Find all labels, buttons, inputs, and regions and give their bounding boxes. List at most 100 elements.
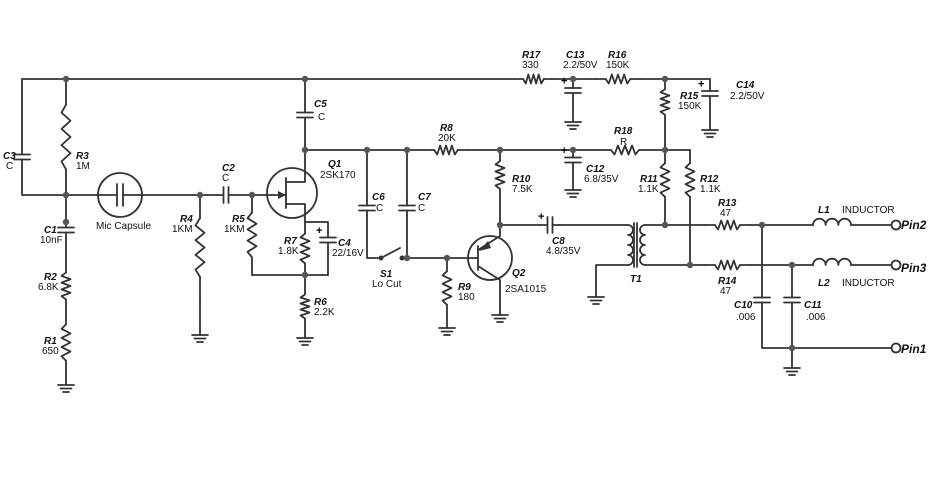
c14-capacitor-plus: +	[698, 79, 704, 91]
r17-ref: R17	[522, 50, 541, 61]
s1-switch	[380, 247, 401, 259]
c4-top	[304, 221, 329, 233]
q2-ref: Q2	[512, 268, 526, 279]
wires	[21, 78, 892, 386]
r16-resistor	[604, 73, 632, 85]
r14-ref: R14	[718, 276, 737, 287]
c8-capacitor-plus: +	[538, 211, 544, 223]
junction-dot	[403, 254, 411, 262]
c10-ref: C10	[734, 300, 753, 311]
junction-dot	[196, 191, 204, 199]
r14-resistor	[714, 259, 741, 271]
r1-ref: R1	[44, 336, 57, 347]
t1-primary-bottom	[595, 264, 629, 288]
r3-ref: R3	[76, 151, 89, 162]
c8-ref: C8	[552, 236, 565, 247]
r11-bottom	[644, 209, 666, 226]
r13-ref: R13	[718, 198, 737, 209]
r15-resistor	[659, 88, 671, 116]
r16-ref: R16	[608, 50, 627, 61]
junction-dot	[496, 146, 504, 154]
junction-dot	[661, 75, 669, 83]
r12-value: 1.1K	[700, 184, 721, 195]
r9-value: 180	[458, 292, 475, 303]
junction-dot	[758, 221, 766, 229]
s1-value: Lo Cut	[372, 279, 402, 290]
l1-inductor	[812, 217, 852, 226]
junction-dot	[569, 146, 577, 154]
c6-bottom	[366, 215, 379, 259]
r5-ref: R5	[232, 214, 245, 225]
r5-value: 1KM	[224, 224, 245, 235]
junction-dot	[248, 191, 256, 199]
c7-value: C	[418, 203, 425, 214]
r13-resistor	[714, 219, 741, 231]
r4-value: 1KM	[172, 224, 193, 235]
c11-ref: C11	[804, 300, 822, 311]
q2-collector	[477, 265, 501, 306]
c13-value: 2.2/50V	[563, 60, 598, 71]
c8-value: 4.8/35V	[546, 246, 581, 257]
pin3-terminal	[890, 259, 902, 271]
c12-value: 6.8/35V	[584, 174, 619, 185]
s1-contact	[399, 255, 405, 261]
junction-dot	[496, 221, 504, 229]
c1-value: 10nF	[40, 235, 63, 246]
c10-bottom	[761, 309, 793, 349]
r1-value: 650	[42, 346, 59, 357]
r6-ref: R6	[314, 297, 327, 308]
r3-resistor	[60, 103, 72, 171]
pin2-terminal	[890, 219, 902, 231]
r7-ref: R7	[284, 236, 297, 247]
t1-secondary	[639, 224, 646, 266]
r18-value: R	[620, 137, 627, 148]
r10-ref: R10	[512, 174, 531, 185]
q1-source	[285, 203, 306, 223]
c3-value: C	[6, 161, 13, 172]
junction-dot	[788, 344, 796, 352]
c2-ref: C2	[222, 163, 235, 174]
r2-resistor	[60, 271, 72, 301]
c4-ref: C4	[338, 238, 351, 249]
junction-dot	[443, 254, 451, 262]
c6-ref: C6	[372, 192, 385, 203]
l2-value: INDUCTOR	[842, 278, 895, 289]
q1-transistor	[266, 167, 318, 219]
labels: C3 C R3 1M C1 10nF R2 6.8K R1 650 Mic Ca…	[3, 50, 927, 357]
r10-resistor	[494, 160, 506, 190]
r6-value: 2.2K	[314, 307, 335, 318]
left-bus	[21, 165, 99, 196]
q2-value: 2SA1015	[505, 284, 547, 295]
r12-resistor	[684, 162, 696, 198]
t1-ref: T1	[630, 274, 642, 285]
c10-value: .006	[736, 312, 756, 323]
r16-value: 150K	[606, 60, 630, 71]
c5-value: C	[318, 112, 325, 123]
junction-dot	[62, 191, 70, 199]
pin2-label: Pin2	[901, 218, 927, 232]
junction-dot	[661, 146, 669, 154]
c7-ref: C7	[418, 192, 431, 203]
r4-resistor	[194, 217, 206, 278]
junction-dot	[62, 218, 70, 226]
junction-dot	[363, 146, 371, 154]
junction-dot	[301, 271, 309, 279]
junction-dot	[569, 75, 577, 83]
junction-dot	[788, 261, 796, 269]
r14-value: 47	[720, 286, 732, 297]
r7-value: 1.8K	[278, 246, 299, 257]
r5-resistor	[246, 211, 258, 259]
junction-dot	[62, 75, 70, 83]
r11-resistor	[659, 162, 671, 198]
mic-capsule	[97, 172, 143, 218]
q2-arrow	[479, 241, 491, 251]
r11-ref: R11	[640, 174, 658, 185]
pin3-label: Pin3	[901, 261, 927, 275]
c2-value: C	[222, 173, 229, 184]
r6-resistor	[299, 293, 311, 320]
r9-resistor	[441, 270, 453, 306]
r11-value: 1.1K	[638, 184, 659, 195]
r15-ref: R15	[680, 91, 699, 102]
junction-dot	[403, 146, 411, 154]
